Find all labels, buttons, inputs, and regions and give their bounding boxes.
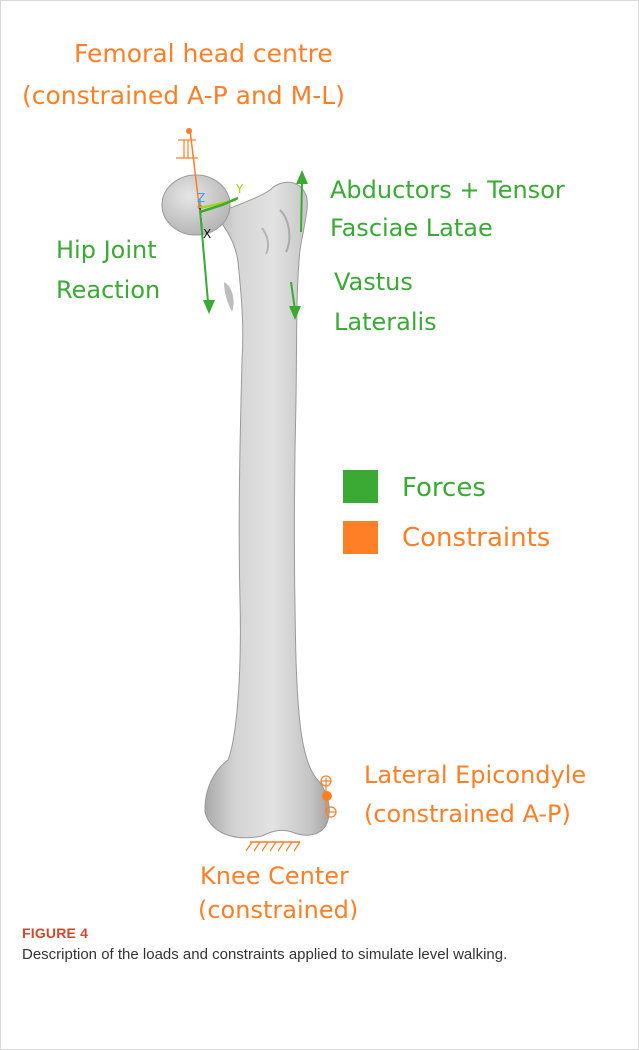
axis-z-label: Z xyxy=(197,191,205,205)
legend: Forces Constraints xyxy=(343,470,550,554)
abductors-label-line1: Abductors + Tensor xyxy=(330,176,565,204)
femur-bone xyxy=(162,175,329,838)
legend-forces-swatch xyxy=(343,470,378,503)
femoral-head-label-line1: Femoral head centre xyxy=(74,39,333,68)
figure-caption: FIGURE 4 Description of the loads and co… xyxy=(22,925,622,965)
legend-constraints-label: Constraints xyxy=(402,523,550,553)
femoral-head-label-line2: (constrained A-P and M-L) xyxy=(22,81,345,110)
femur-figure: Z Y X Femoral head centre xyxy=(0,0,639,920)
legend-constraints-swatch xyxy=(343,521,378,554)
abductors-label-line2: Fasciae Latae xyxy=(330,214,493,242)
epicondyle-label-line2: (constrained A-P) xyxy=(364,800,571,828)
epicondyle-label-line1: Lateral Epicondyle xyxy=(364,761,586,789)
vastus-label-line2: Lateralis xyxy=(334,308,437,336)
hip-joint-label-line2: Reaction xyxy=(56,276,160,304)
knee-center-label-line2: (constrained) xyxy=(198,896,358,920)
knee-center-label-line1: Knee Center xyxy=(200,862,349,890)
caption-text: Description of the loads and constraints… xyxy=(22,944,622,965)
axis-y-label: Y xyxy=(235,182,244,196)
knee-center-constraint xyxy=(246,842,300,851)
caption-heading: FIGURE 4 xyxy=(22,925,622,941)
vastus-label-line1: Vastus xyxy=(334,268,413,296)
axis-x-label: X xyxy=(203,227,211,241)
legend-forces-label: Forces xyxy=(402,473,486,503)
hip-joint-label-line1: Hip Joint xyxy=(56,236,157,264)
